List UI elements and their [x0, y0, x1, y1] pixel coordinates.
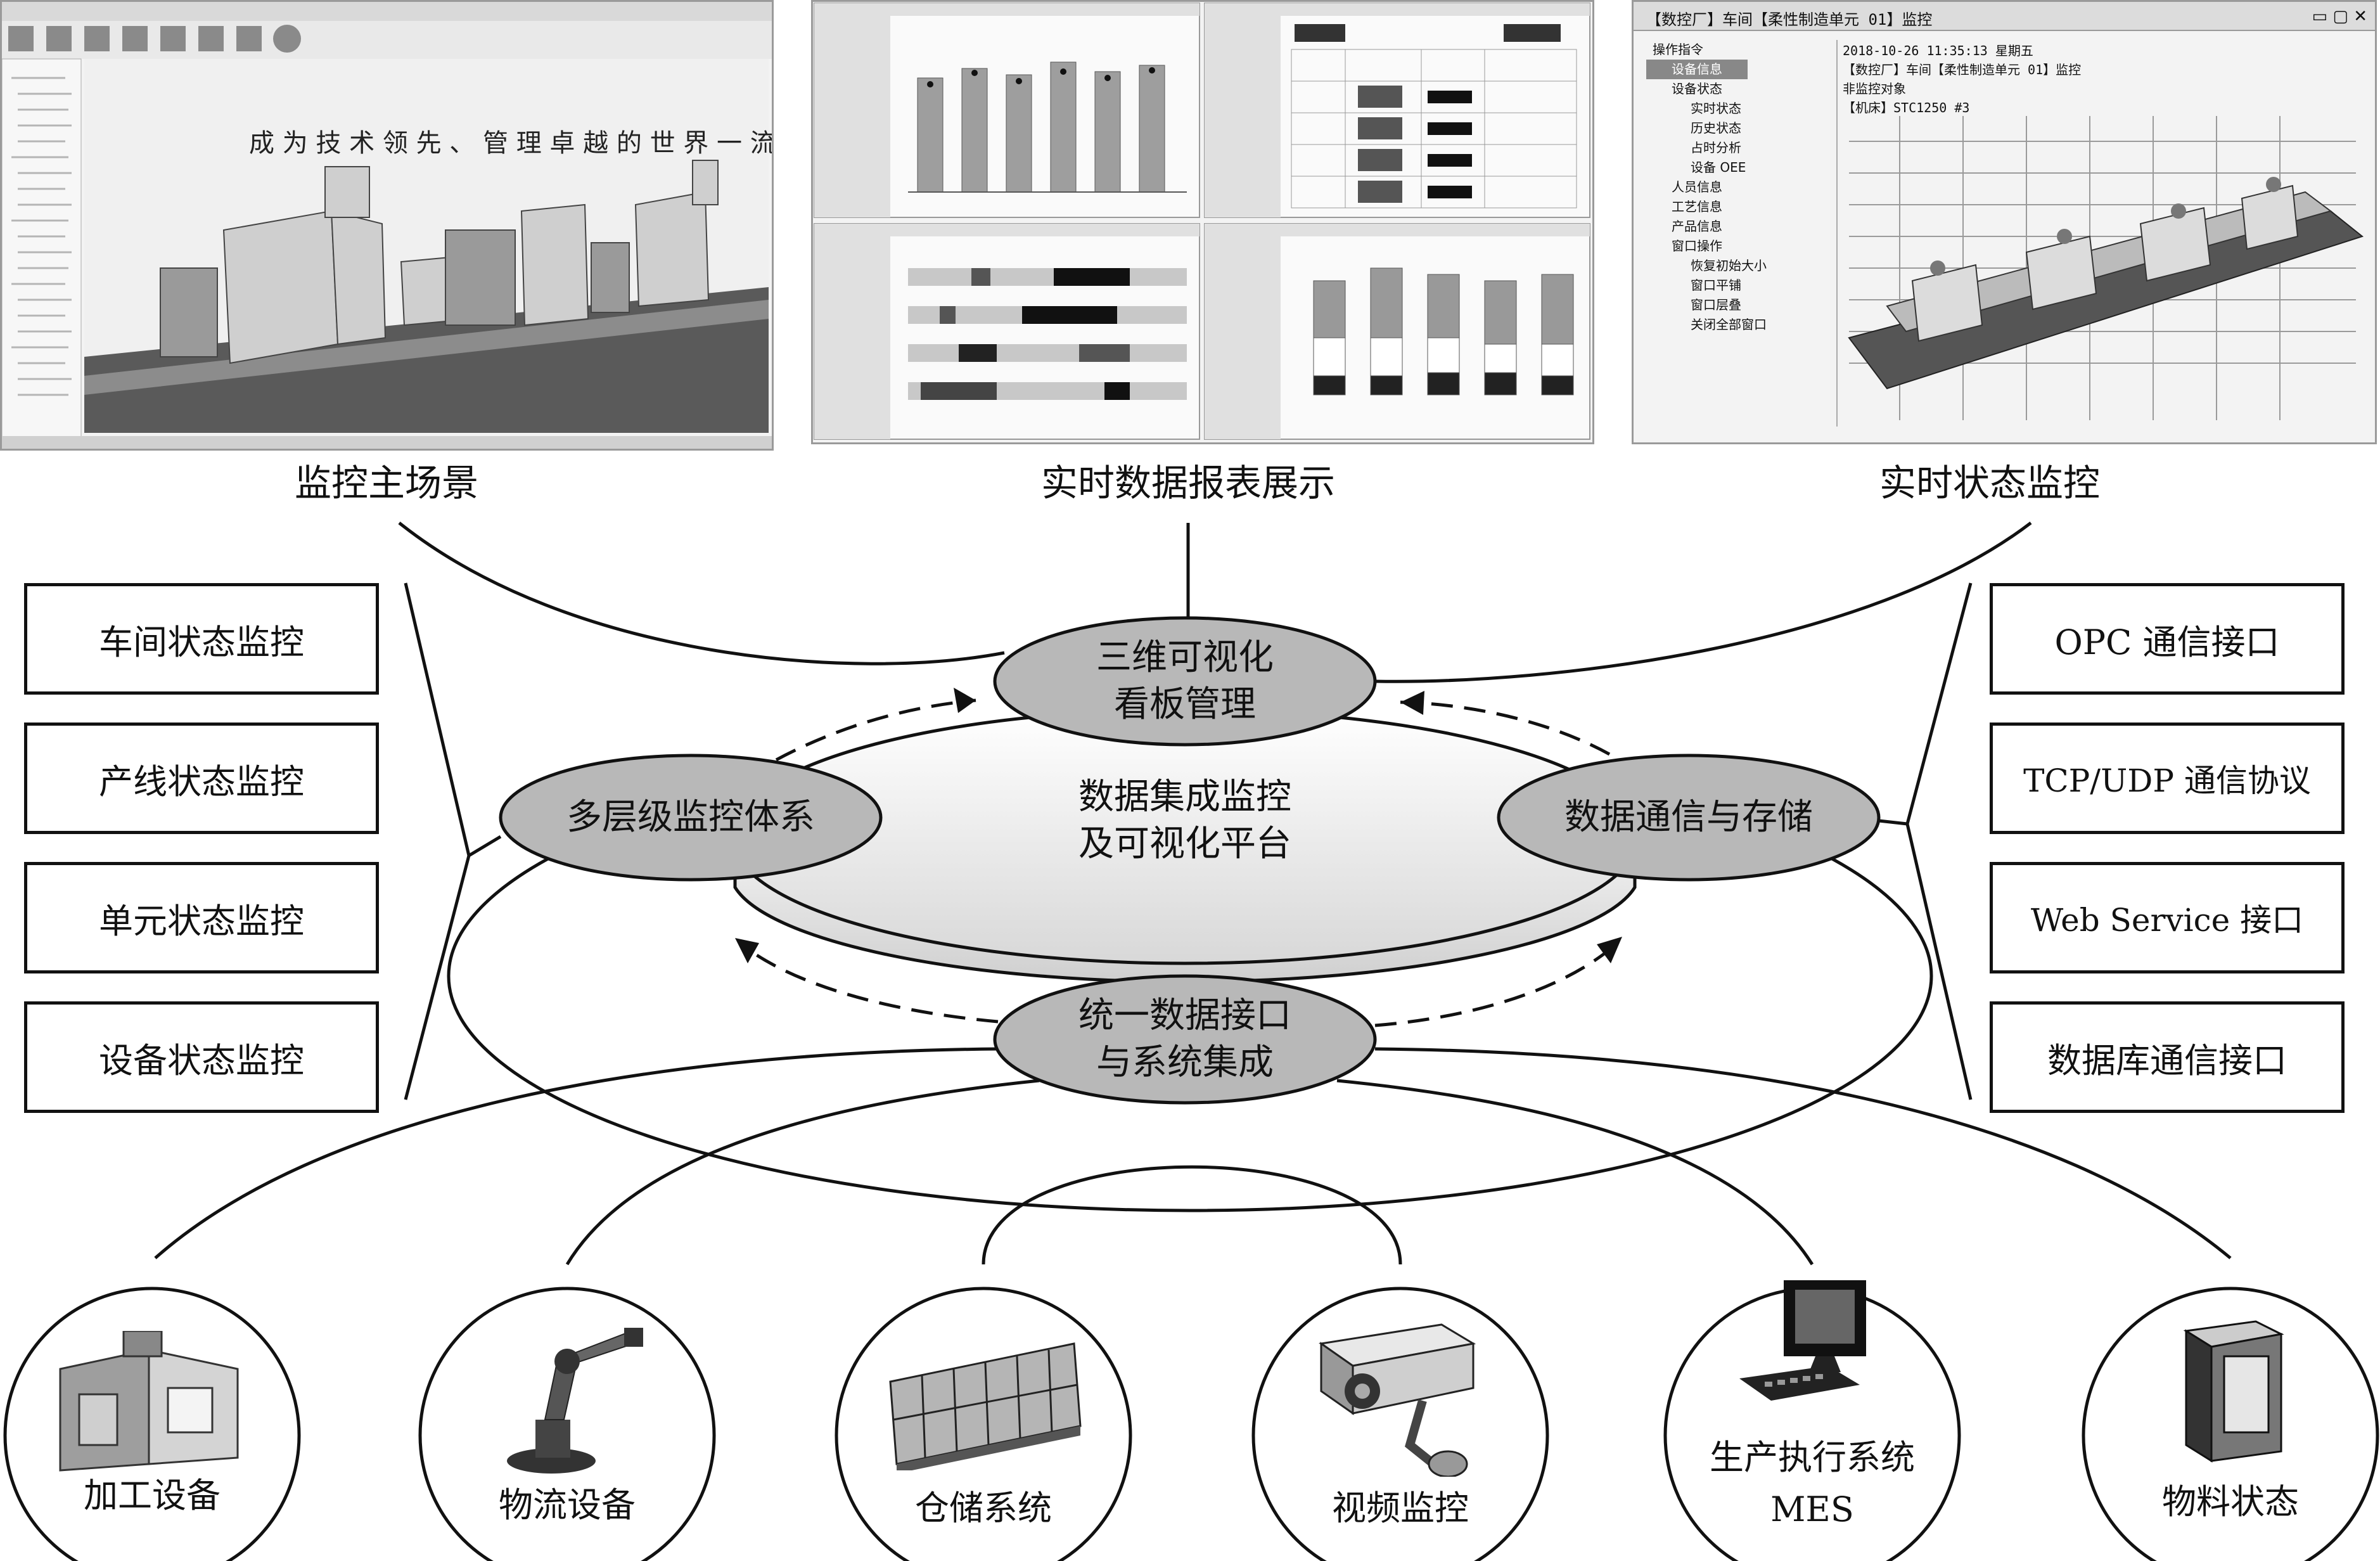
right-bracket-link — [1878, 819, 1908, 826]
circle-label-mes-abbr: MES — [1770, 1489, 1854, 1529]
center-line1: 数据集成监控 — [1078, 776, 1291, 818]
tree-item[interactable]: 工艺信息 — [1672, 199, 1722, 214]
left-box-unit: 单元状态监控 — [24, 862, 379, 973]
right-box-tcp: TCP/UDP 通信协议 — [1990, 723, 2345, 834]
tree-item[interactable]: 人员信息 — [1672, 179, 1722, 195]
node-top-label: 三维可视化 看板管理 — [1001, 624, 1369, 738]
node-top-line2: 看板管理 — [1114, 684, 1256, 725]
tree-item[interactable]: 设备信息 — [1646, 60, 1748, 79]
info-line: 非监控对象 — [1843, 81, 1906, 96]
info-line: 【数控厂】车间【柔性制造单元 01】监控 — [1843, 62, 2082, 77]
screenshot-status-monitor: 【数控厂】车间【柔性制造单元 01】监控 ▭ ▢ ✕ 操作指令 设备信息 设备状… — [1632, 0, 2377, 444]
computer-icon — [1739, 1280, 1866, 1401]
node-bottom-label: 统一数据接口 与系统集成 — [1001, 982, 1369, 1096]
node-bottom-shape — [993, 974, 1377, 1105]
left-box-line: 产线状态监控 — [24, 723, 379, 834]
node-bottom-line1: 统一数据接口 — [1078, 995, 1291, 1036]
tree-item[interactable]: 操作指令 — [1653, 42, 1703, 57]
circle-label-logistics: 物流设备 — [499, 1485, 636, 1525]
label-main-scene: 监控主场景 — [294, 461, 478, 504]
line-shot3-top — [1374, 522, 2032, 683]
screenshot-realtime-report — [811, 0, 1594, 444]
circle-label-material: 物料状态 — [2162, 1482, 2299, 1522]
arrow-head-bottom-right — [1597, 937, 1622, 963]
tree-item[interactable]: 占时分析 — [1691, 140, 1741, 155]
tree-item[interactable]: 窗口层叠 — [1691, 297, 1741, 312]
center-platform-label: 数据集成监控 及可视化平台 — [988, 770, 1381, 871]
arc-to-circle-6 — [1374, 1047, 2232, 1259]
label-realtime-report: 实时数据报表展示 — [1040, 461, 1335, 504]
arc-to-circle-2 — [565, 1079, 1040, 1266]
node-left-shape — [499, 754, 883, 882]
tree-item[interactable]: 设备状态 — [1672, 81, 1722, 96]
tree-item[interactable]: 关闭全部窗口 — [1691, 317, 1767, 332]
dashed-arc-bottom-right — [1374, 943, 1617, 1027]
production-line-3d-icon — [1848, 116, 2364, 420]
left-bracket — [404, 582, 471, 1100]
left-box-workshop: 车间状态监控 — [24, 583, 379, 695]
status-info-lines: 2018-10-26 11:35:13 星期五 【数控厂】车间【柔性制造单元 0… — [1843, 41, 2081, 117]
tree-item[interactable]: 窗口操作 — [1672, 238, 1722, 254]
tree-item[interactable]: 历史状态 — [1691, 120, 1741, 136]
arrow-head-bottom-left — [735, 938, 759, 963]
dashed-arc-top-right — [1400, 700, 1611, 756]
tower-pc-icon — [2183, 1320, 2284, 1463]
node-bottom-line2: 与系统集成 — [1096, 1042, 1274, 1083]
arc-to-circle-5 — [1336, 1079, 1814, 1266]
line-shot1-top — [398, 522, 1005, 665]
report-panels-picture — [814, 3, 1590, 440]
circle-label-warehouse: 仓储系统 — [915, 1488, 1052, 1528]
tree-item[interactable]: 实时状态 — [1691, 101, 1741, 116]
arc-to-circle-3 — [982, 1165, 1402, 1265]
circle-label-video: 视频监控 — [1332, 1488, 1469, 1528]
status-tree: 操作指令 设备信息 设备状态 实时状态 历史状态 占时分析 设备 OEE 人员信… — [1646, 40, 1838, 427]
node-top-shape — [993, 616, 1377, 747]
dashed-arc-bottom-left — [740, 943, 999, 1024]
info-line: 【机床】STC1250 #3 — [1843, 100, 1970, 115]
arrow-head-top-right — [1400, 691, 1424, 715]
tree-item[interactable]: 恢复初始大小 — [1691, 258, 1767, 273]
right-box-webservice: Web Service 接口 — [1990, 862, 2345, 973]
circle-label-machining: 加工设备 — [84, 1475, 221, 1515]
left-box-device: 设备状态监控 — [24, 1001, 379, 1113]
robot-arm-icon — [507, 1328, 643, 1474]
arrow-head-top-left — [954, 688, 976, 713]
node-right-label: 数据通信与存储 — [1564, 797, 1813, 838]
node-left-label: 多层级监控体系 — [566, 797, 815, 838]
status-window-title: 【数控厂】车间【柔性制造单元 01】监控 — [1646, 11, 1933, 29]
tree-item[interactable]: 设备 OEE — [1691, 160, 1746, 175]
right-box-opc: OPC 通信接口 — [1990, 583, 2345, 695]
camera-icon — [1319, 1323, 1476, 1477]
main-scene-slogan: 成 为 技 术 领 先 、 管 理 卓 越 的 世 界 一 流 — [249, 129, 774, 158]
warehouse-rack-icon — [889, 1342, 1082, 1470]
main-scene-picture — [2, 2, 772, 449]
node-top-line1: 三维可视化 — [1096, 637, 1274, 678]
circle-label-mes: 生产执行系统 — [1710, 1437, 1915, 1477]
screenshot-main-scene: 成 为 技 术 领 先 、 管 理 卓 越 的 世 界 一 流 — [0, 0, 774, 451]
tree-item[interactable]: 窗口平铺 — [1691, 278, 1741, 293]
arc-to-circle-1 — [154, 1047, 999, 1259]
center-line2: 及可视化平台 — [1078, 823, 1291, 864]
tree-item[interactable]: 产品信息 — [1672, 219, 1722, 234]
left-bracket-link — [468, 835, 502, 858]
right-box-database: 数据库通信接口 — [1990, 1001, 2345, 1113]
info-line: 2018-10-26 11:35:13 星期五 — [1843, 43, 2033, 58]
machine-tool-icon — [59, 1331, 239, 1472]
status-window-titlebar — [1634, 2, 2375, 31]
dashed-arc-top-left — [746, 698, 976, 778]
node-right-shape — [1497, 754, 1881, 882]
label-status-monitor: 实时状态监控 — [1879, 461, 2100, 504]
window-controls[interactable]: ▭ ▢ ✕ — [2312, 7, 2367, 26]
